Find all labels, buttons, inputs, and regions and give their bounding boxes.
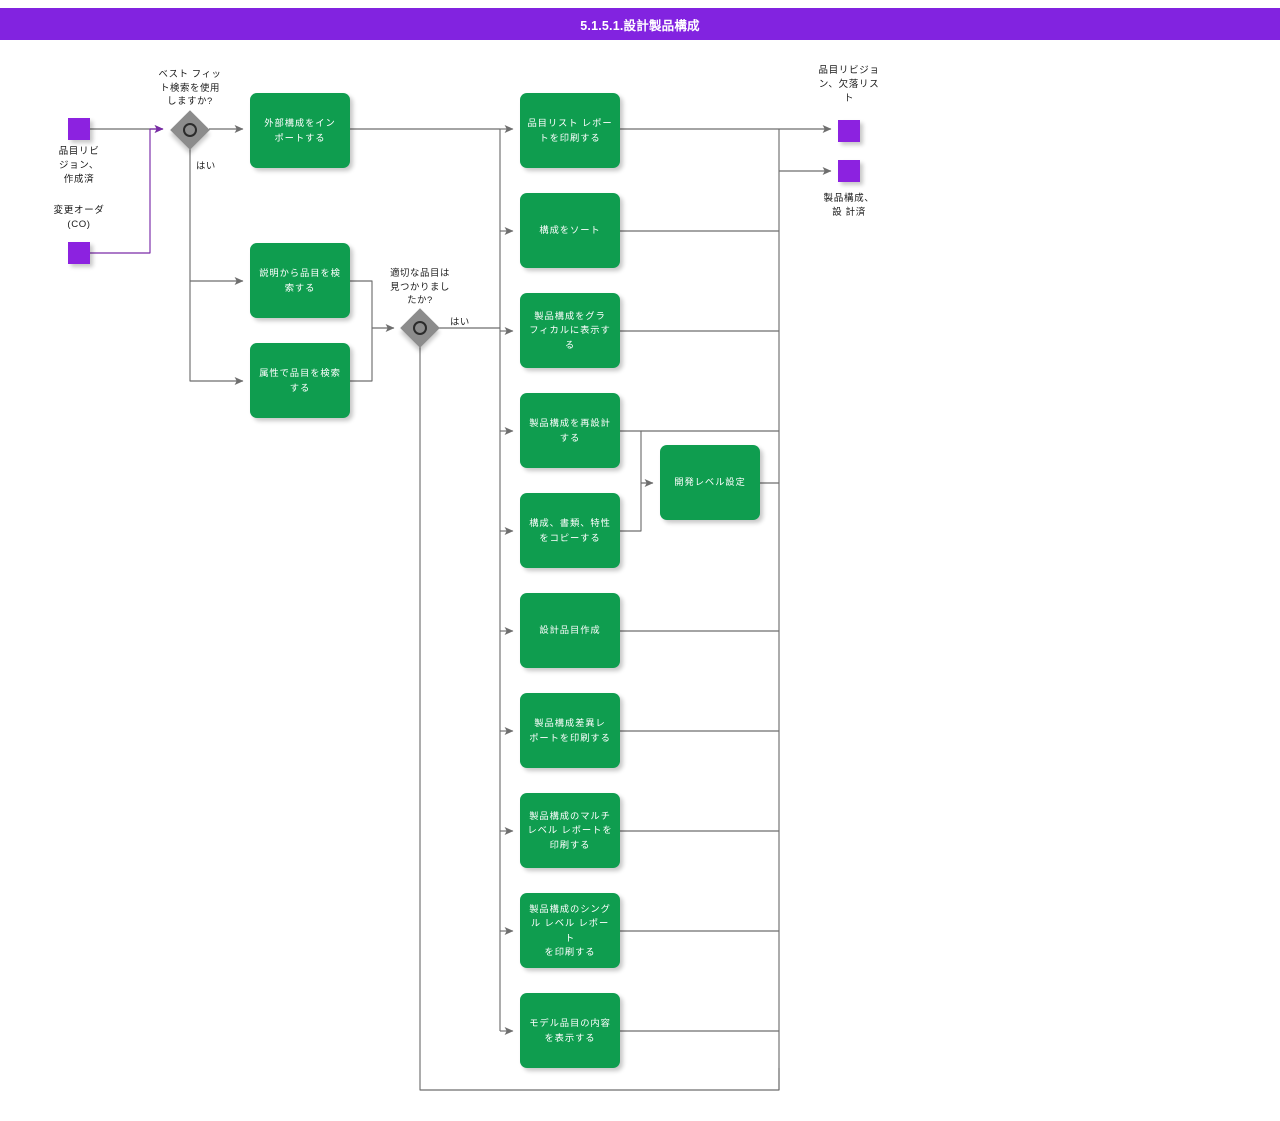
page-title: 5.1.5.1.設計製品構成 <box>580 18 700 33</box>
process-set-development-level[interactable]: 開発レベル設定 <box>660 445 760 520</box>
start-node-item-revision-label: 品目リビ ジョン、 作成済 <box>58 146 100 185</box>
end-node-product-structure-designed[interactable] <box>838 160 860 182</box>
decision-suitable-item-found[interactable] <box>400 308 440 348</box>
start-node-change-order[interactable] <box>68 242 90 264</box>
decision-best-fit-search-yes-label: はい <box>196 160 216 171</box>
process-search-item-by-description[interactable]: 説明から品目を検 索する <box>250 243 350 318</box>
process-copy-structure-docs-attributes[interactable]: 構成、書類、特性 をコピーする <box>520 493 620 568</box>
page-title-bar: 5.1.5.1.設計製品構成 <box>0 8 1280 40</box>
end-node-item-revision-missing-list-label: 品目リビジョ ン、欠落リス ト <box>818 65 880 104</box>
end-node-item-revision-missing-list[interactable] <box>838 120 860 142</box>
process-search-item-by-attribute[interactable]: 属性で品目を検索 する <box>250 343 350 418</box>
process-redesign-product-structure[interactable]: 製品構成を再設計 する <box>520 393 620 468</box>
decision-suitable-item-found-question: 適切な品目は 見つかりまし たか? <box>390 267 450 306</box>
process-print-singlelevel-report[interactable]: 製品構成のシング ル レベル レポート を印刷する <box>520 893 620 968</box>
decision-marker-icon <box>413 321 427 335</box>
start-node-change-order-label: 変更オーダ (CO) <box>53 205 105 230</box>
decision-best-fit-search-question: ベスト フィッ ト検索を使用 しますか? <box>158 68 222 107</box>
process-create-design-item[interactable]: 設計品目作成 <box>520 593 620 668</box>
decision-marker-icon <box>183 123 197 137</box>
decision-suitable-item-found-yes-label: はい <box>450 316 470 327</box>
process-display-structure-graphically[interactable]: 製品構成をグラ フィカルに表示す る <box>520 293 620 368</box>
start-node-item-revision[interactable] <box>68 118 90 140</box>
process-sort-structure[interactable]: 構成をソート <box>520 193 620 268</box>
decision-best-fit-search[interactable] <box>170 110 210 150</box>
process-import-external-structure[interactable]: 外部構成をイン ポートする <box>250 93 350 168</box>
process-print-multilevel-report[interactable]: 製品構成のマルチ レベル レポートを 印刷する <box>520 793 620 868</box>
end-node-product-structure-designed-label: 製品構成、 設 計済 <box>823 193 875 218</box>
process-print-structure-diff-report[interactable]: 製品構成差異レ ポートを印刷する <box>520 693 620 768</box>
process-print-item-list-report[interactable]: 品目リスト レポー トを印刷する <box>520 93 620 168</box>
process-show-model-item-contents[interactable]: モデル品目の内容 を表示する <box>520 993 620 1068</box>
